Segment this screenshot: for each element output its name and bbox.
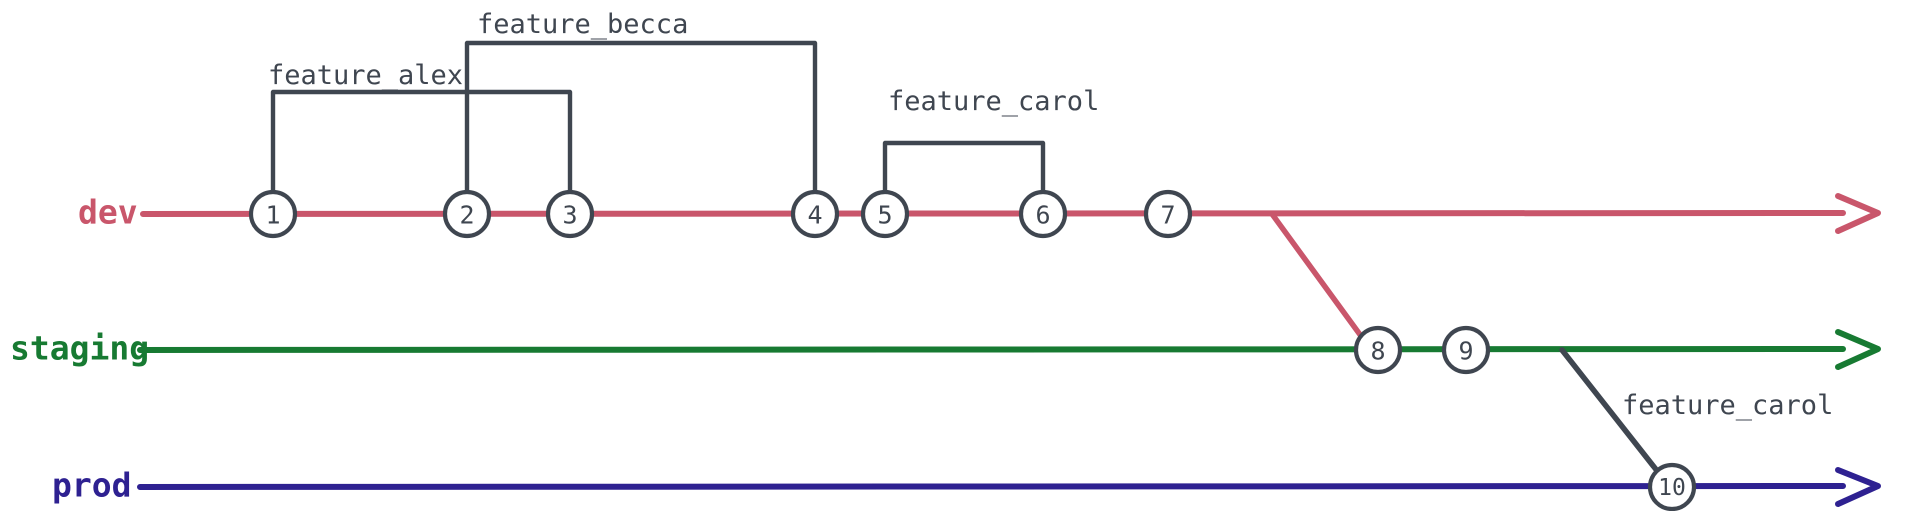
branch-labels-group: dev staging prod	[10, 193, 149, 505]
merge-line-staging-to-prod	[1559, 347, 1661, 475]
feature-bracket-alex[interactable]: feature_alex	[268, 60, 573, 195]
commit-circle-2	[442, 189, 492, 239]
commit-circle-10	[1647, 462, 1697, 511]
commit-number-3: 3	[562, 201, 577, 230]
commit-number-7: 7	[1160, 201, 1175, 230]
commit-circle-7	[1143, 189, 1193, 239]
commit-number-10: 10	[1658, 475, 1686, 501]
commit-number-9: 9	[1458, 337, 1473, 366]
commit-node-6[interactable]: 6	[1018, 189, 1068, 239]
commit-number-1: 1	[265, 201, 280, 230]
merge-label-feature-carol-prod: feature_carol	[1622, 390, 1833, 421]
commit-number-5: 5	[877, 201, 892, 230]
branch-stroke-staging	[137, 346, 1846, 353]
commit-node-2[interactable]: 2	[442, 189, 492, 239]
branch-line-prod[interactable]	[137, 467, 1881, 507]
arrow-head-staging	[1835, 329, 1881, 370]
commit-circle-5	[860, 189, 910, 239]
branch-line-staging[interactable]	[137, 329, 1881, 370]
commit-node-4[interactable]: 4	[790, 189, 840, 239]
branch-stroke-dev	[140, 210, 1846, 217]
commit-node-9[interactable]: 9	[1441, 325, 1491, 375]
commit-number-8: 8	[1370, 337, 1385, 366]
commit-circle-4	[790, 189, 840, 239]
arrow-head-prod	[1835, 467, 1881, 507]
commit-node-1[interactable]: 1	[248, 189, 298, 239]
bracket-path-alex	[270, 89, 573, 195]
commit-circle-9	[1441, 325, 1491, 375]
commit-node-3[interactable]: 3	[545, 189, 595, 239]
merge-lines-group: feature_carol	[1269, 211, 1833, 475]
branch-stroke-prod	[137, 483, 1846, 490]
commit-circle-6	[1018, 189, 1068, 239]
arrow-head-dev	[1835, 193, 1881, 234]
branch-label-dev: dev	[78, 193, 138, 232]
bracket-path-carol	[882, 140, 1046, 195]
branch-label-staging: staging	[10, 329, 149, 368]
commit-node-7[interactable]: 7	[1143, 189, 1193, 239]
commit-node-8[interactable]: 8	[1353, 325, 1403, 375]
feature-bracket-becca[interactable]: feature_becca	[464, 9, 818, 195]
feature-label-alex: feature_alex	[268, 60, 463, 91]
commit-circle-3	[545, 189, 595, 239]
commit-number-6: 6	[1035, 201, 1050, 230]
commit-number-4: 4	[807, 201, 822, 230]
branch-line-dev[interactable]	[140, 193, 1881, 234]
bracket-path-becca	[464, 40, 818, 195]
branch-label-prod: prod	[52, 466, 131, 505]
commit-circle-8	[1353, 325, 1403, 375]
feature-label-becca: feature_becca	[477, 9, 688, 40]
commit-circle-1	[248, 189, 298, 239]
commit-number-2: 2	[459, 201, 474, 230]
commits-group: 1 2 3 4 5 6 7	[248, 189, 1697, 511]
feature-brackets-group: feature_alex feature_becca feature_carol	[268, 9, 1099, 195]
merge-line-dev-to-staging	[1269, 211, 1364, 339]
branch-lines-group	[137, 193, 1881, 507]
feature-label-carol: feature_carol	[888, 86, 1099, 117]
commit-node-10[interactable]: 10	[1647, 462, 1697, 511]
feature-bracket-carol[interactable]: feature_carol	[882, 86, 1099, 195]
commit-node-5[interactable]: 5	[860, 189, 910, 239]
